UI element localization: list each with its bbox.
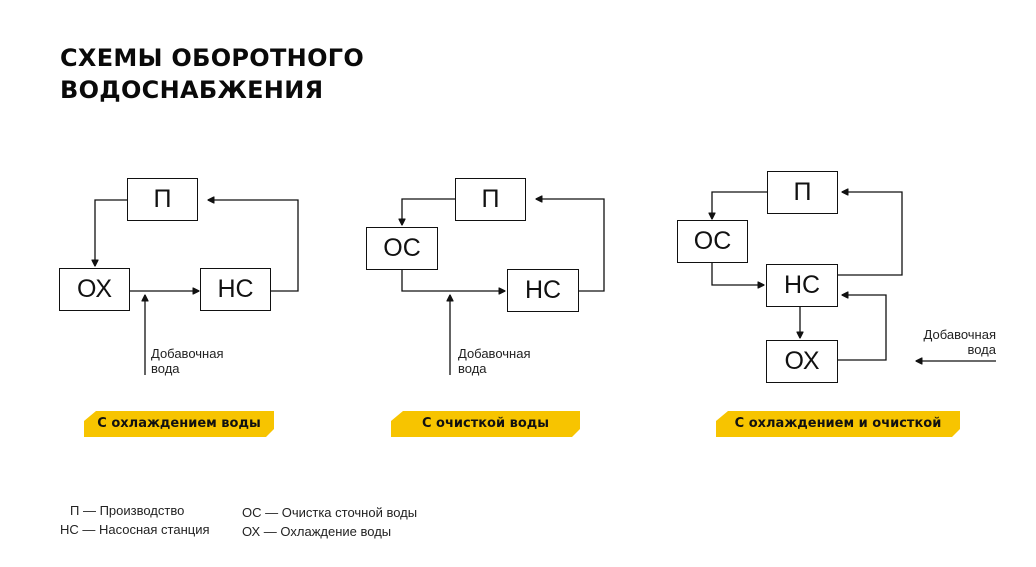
d3-arrow-ox-to-hc <box>837 295 887 361</box>
d2-arrow-oc-to-hc <box>401 269 505 291</box>
d1-node-pump-station: НС <box>200 268 271 311</box>
d1-makeup-water-label: Добавочная вода <box>151 346 223 376</box>
d3-node-cooling: ОХ <box>766 340 838 383</box>
d1-scheme-tag: С охлаждением воды <box>84 411 274 437</box>
d2-arrow-hc-to-p <box>536 199 605 292</box>
legend-item-cooling: ОХ — Охлаждение воды <box>242 524 392 539</box>
page-title-line1: СХЕМЫ ОБОРОТНОГО <box>60 44 365 72</box>
d2-makeup-water-line2: вода <box>458 361 487 376</box>
d1-makeup-water-line2: вода <box>151 361 180 376</box>
legend-item-treatment: ОС — Очистка сточной воды <box>242 505 418 520</box>
legend-right: ОС — Очистка сточной воды ОХ — Охлаждени… <box>242 503 417 541</box>
legend-item-pump-station: НС — Насосная станция <box>60 522 210 537</box>
legend-left: П — Производство НС — Насосная станция <box>60 501 210 539</box>
d3-makeup-water-label: Добавочная вода <box>908 327 996 357</box>
page-title: СХЕМЫ ОБОРОТНОГО ВОДОСНАБЖЕНИЯ <box>60 42 364 106</box>
d1-arrow-hc-to-p <box>208 200 299 292</box>
d3-makeup-water-line2: вода <box>967 342 996 357</box>
d2-makeup-water-label: Добавочная вода <box>458 346 530 376</box>
d3-makeup-water-line1: Добавочная <box>923 327 996 342</box>
d1-arrow-p-to-ox <box>95 199 127 266</box>
d1-node-cooling: ОХ <box>59 268 130 311</box>
legend-item-production: П — Производство <box>70 503 185 518</box>
d3-arrow-oc-to-hc <box>711 262 764 285</box>
d3-node-treatment: ОС <box>677 220 748 263</box>
d1-makeup-water-line1: Добавочная <box>151 346 224 361</box>
d2-scheme-tag: С очисткой воды <box>391 411 580 437</box>
d1-node-production: П <box>127 178 198 221</box>
page-title-line2: ВОДОСНАБЖЕНИЯ <box>60 76 324 104</box>
d3-arrow-hc-to-p <box>837 192 903 276</box>
d3-node-production: П <box>767 171 838 214</box>
d3-arrow-p-to-oc <box>712 191 767 219</box>
d2-node-treatment: ОС <box>366 227 438 270</box>
d2-node-production: П <box>455 178 526 221</box>
d3-node-pump-station: НС <box>766 264 838 307</box>
d2-node-pump-station: НС <box>507 269 579 312</box>
d2-makeup-water-line1: Добавочная <box>458 346 531 361</box>
d2-arrow-p-to-oc <box>402 198 455 225</box>
d3-scheme-tag: С охлаждением и очисткой <box>716 411 960 437</box>
